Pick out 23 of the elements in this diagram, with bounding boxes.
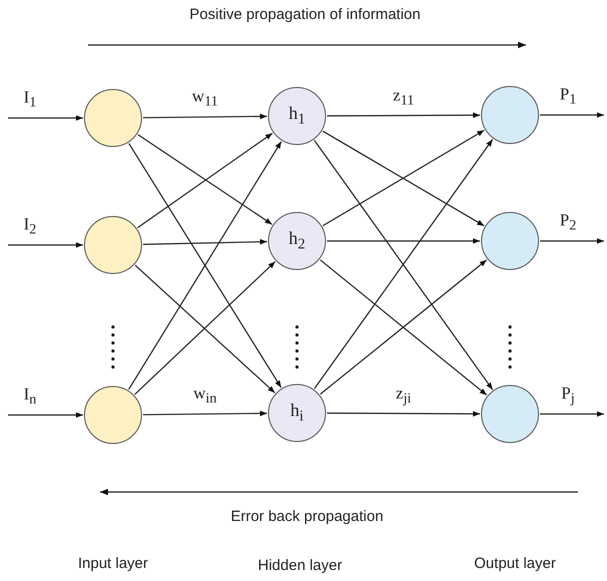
arrow [143, 410, 267, 416]
layer-caption: Hidden layer [258, 557, 342, 574]
arrow [540, 238, 604, 244]
node-label: h$_{2}$ [288, 228, 306, 254]
layer-caption: Output layer [474, 555, 556, 572]
arrow [8, 242, 83, 248]
arrow [327, 411, 480, 417]
neuron-circle [268, 384, 326, 442]
arrow [540, 112, 604, 118]
node-label: h$_{i}$ [290, 400, 304, 426]
direction-caption: Error back propagation [230, 508, 384, 525]
direction-caption: Positive propagation of information [190, 6, 420, 23]
layer-caption: Input layer [78, 555, 148, 572]
arrow [327, 238, 480, 244]
arrow [540, 411, 604, 417]
arrow [143, 114, 267, 120]
node-label: h$_{1}$ [288, 103, 306, 129]
arrow [142, 239, 268, 245]
arrow [327, 112, 480, 118]
neuron-circle [268, 212, 326, 270]
neuron-circle [268, 87, 326, 145]
arrow [8, 115, 83, 121]
arrow [8, 412, 83, 418]
